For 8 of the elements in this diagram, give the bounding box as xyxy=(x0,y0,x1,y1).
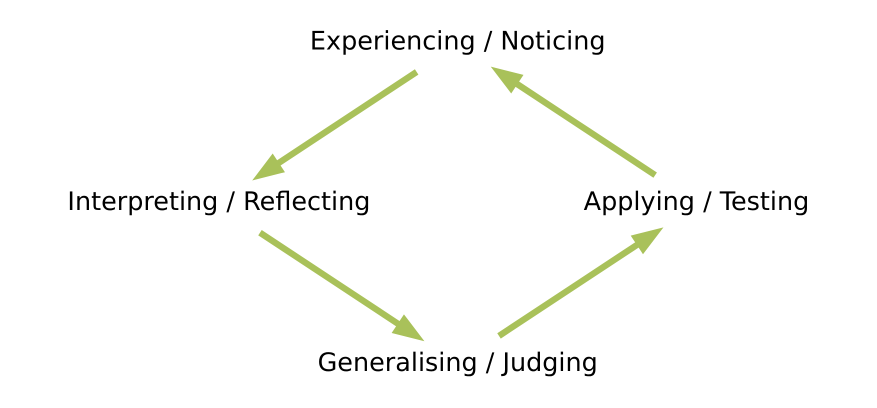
arrow xyxy=(252,69,418,180)
node-text: Interpreting / Reflecting xyxy=(66,187,370,218)
arrow xyxy=(496,227,663,339)
node-text: Applying / Testing xyxy=(583,187,809,218)
arrow xyxy=(490,66,656,178)
arrow xyxy=(258,230,424,342)
node-text: Generalising / Judging xyxy=(317,348,598,378)
node-text: Experiencing / Noticing xyxy=(309,26,606,56)
